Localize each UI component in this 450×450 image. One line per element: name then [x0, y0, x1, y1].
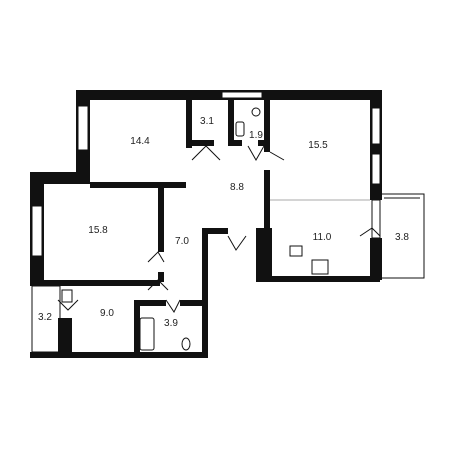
bathtub: [139, 317, 155, 351]
wall-bath-left: [134, 300, 140, 358]
window-room-15-5-b: [371, 153, 381, 185]
room-area-label: 15.8: [88, 225, 108, 236]
door-9-0: [57, 299, 79, 311]
windows: [31, 91, 381, 257]
wall-14-15-partition: [90, 182, 186, 188]
door-entry: [227, 235, 247, 251]
wall-bottom-left: [30, 280, 160, 286]
window-bath-top: [221, 91, 263, 99]
kitchen-sink: [289, 245, 303, 257]
room-labels: 14.4 3.1 1.9 15.5 8.8 15.8 7.0 11.0 3.8 …: [38, 116, 409, 329]
utility-box: [61, 289, 73, 303]
wall-bath-top-right: [180, 300, 206, 306]
wall-bottom: [30, 352, 140, 358]
window-room-14: [77, 105, 89, 151]
room-area-label: 3.9: [164, 318, 178, 329]
wall-corridor-right: [202, 228, 208, 358]
wall-bath-top: [134, 300, 166, 306]
thin-lines: [31, 107, 425, 353]
wall-14-3-partition: [186, 96, 192, 148]
wall-bath-bottom: [134, 352, 208, 358]
room-area-label: 15.5: [308, 140, 328, 151]
wall-shaft: [256, 228, 272, 280]
door-balcony: [359, 227, 381, 237]
door-1-9: [247, 145, 265, 162]
wall-corridor-entry: [202, 228, 228, 234]
wall-1-9-bottom: [228, 140, 242, 146]
toilet-1-9: [235, 121, 245, 137]
stove: [311, 259, 329, 275]
toilet-3-9: [181, 337, 191, 351]
wall-3-1-bottom: [186, 140, 214, 146]
door-3-9: [165, 299, 181, 313]
room-area-label: 3.8: [395, 232, 409, 243]
room-area-label: 14.4: [130, 136, 150, 147]
door-15-5: [269, 151, 285, 161]
door-7-0: [147, 279, 169, 291]
wall-1-9-bottom-right: [258, 140, 268, 146]
room-area-label: 3.1: [200, 116, 214, 127]
window-room-15-8: [31, 205, 43, 257]
wall-kitchen-bottom: [256, 276, 380, 282]
room-area-label: 7.0: [175, 236, 189, 247]
room-area-label: 3.2: [38, 312, 52, 323]
wall-15-5-left: [264, 96, 270, 152]
window-room-15-5: [371, 107, 381, 145]
balcony-left: [31, 285, 61, 353]
door-15-8: [147, 251, 165, 263]
room-area-label: 8.8: [230, 182, 244, 193]
room-area-label: 11.0: [313, 232, 332, 243]
right-wall-lower: [370, 238, 382, 280]
wall-bottom-stub: [58, 318, 72, 358]
room-area-label: 1.9: [249, 130, 263, 141]
wall-11-left: [264, 170, 270, 228]
left-wall-top: [30, 172, 90, 184]
door-14-4: [191, 145, 221, 161]
wall-15-8-right-lower: [158, 272, 164, 282]
wall-15-8-right: [158, 188, 164, 252]
sink-1-9: [251, 107, 261, 117]
wall-3-1-right: [228, 96, 234, 146]
room-area-label: 9.0: [100, 308, 114, 319]
